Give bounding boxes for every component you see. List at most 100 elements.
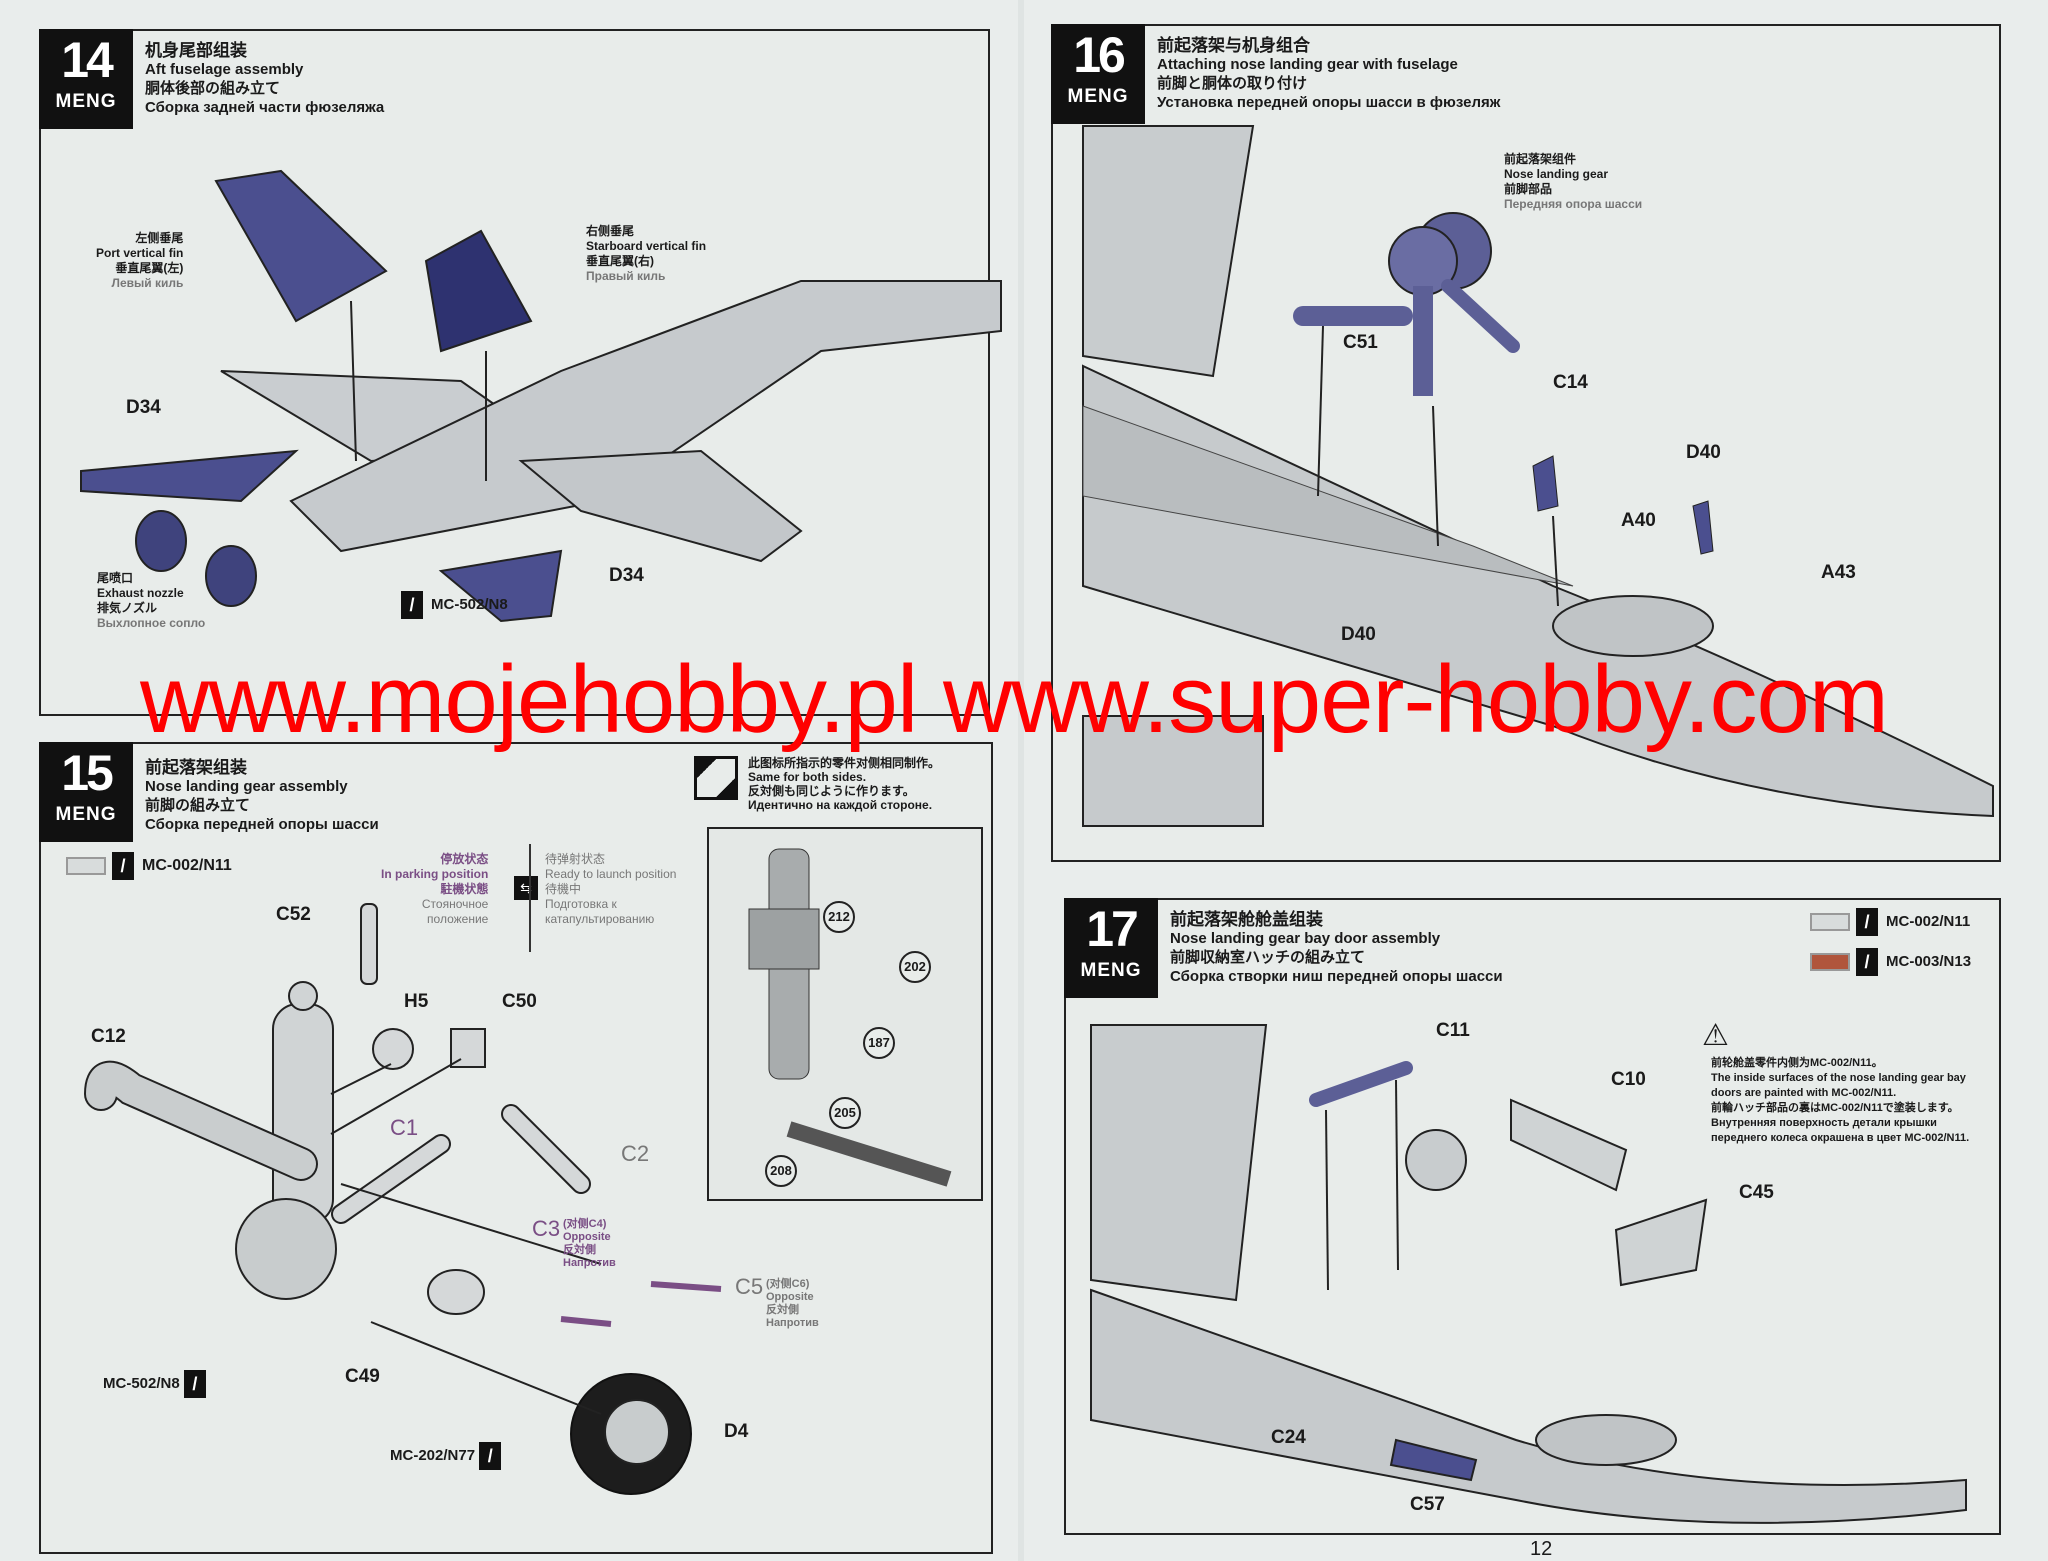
- bay-door-drawing: [1090, 1024, 1967, 1524]
- callout-208: 208: [765, 1155, 797, 1187]
- callout-187: 187: [863, 1027, 895, 1059]
- starboard-vertical-fin: [424, 229, 533, 353]
- h5: [372, 1028, 414, 1070]
- part-label: C50: [502, 991, 537, 1012]
- page-number: 12: [1530, 1538, 1553, 1560]
- part-label: A43: [1821, 562, 1856, 583]
- callout-202: 202: [899, 951, 931, 983]
- part-label: A40: [1621, 510, 1656, 531]
- paint-swatch: [66, 857, 106, 875]
- d34-stabilizer-right: [438, 549, 563, 623]
- c11-door: [1309, 1061, 1413, 1107]
- paint-notes: 前轮舱盖零件内侧为MC-002/N11。The inside surfaces …: [1711, 1057, 1970, 1144]
- brush-icon: /: [112, 852, 134, 880]
- mirror-note: 此图标所指示的零件对侧相同制作。Same for both sides.反対側も…: [694, 756, 940, 812]
- nose-landing-gear: [1293, 212, 1520, 396]
- mirror-icon: [694, 756, 738, 800]
- part-label: C51: [1343, 332, 1378, 353]
- wing-right: [518, 449, 803, 563]
- detail-inset: [707, 827, 983, 1201]
- brush-icon: /: [479, 1442, 502, 1470]
- paint-swatch: [1810, 913, 1850, 931]
- callout-205: 205: [829, 1097, 861, 1129]
- part-label: C52: [276, 904, 311, 925]
- brush-icon: /: [1856, 948, 1878, 976]
- part-label: C45: [1739, 1182, 1774, 1203]
- port-vertical-fin: [214, 169, 388, 323]
- strut: [272, 1003, 334, 1225]
- part-label: C1: [390, 1115, 419, 1140]
- paint-callout: /MC-502/N8: [401, 591, 508, 619]
- paint-swatch: [1810, 953, 1850, 971]
- part-label: D40: [1341, 624, 1376, 645]
- c10-door: [1510, 1098, 1628, 1192]
- wheel-hub: [235, 1198, 337, 1300]
- fuselage: [289, 280, 1002, 553]
- part-label: D34: [609, 565, 644, 586]
- canopy: [1552, 595, 1714, 657]
- c45-door: [1614, 1198, 1708, 1287]
- watermark: www.mojehobby.pl www.super-hobby.com: [140, 646, 1889, 753]
- c3: [560, 1316, 612, 1327]
- part-label: C5: [735, 1274, 764, 1299]
- exhaust-nozzle: [135, 510, 187, 572]
- brush-icon: /: [401, 591, 423, 619]
- nose-wheel: [1405, 1129, 1467, 1191]
- warning-icon: ⚠: [1702, 1019, 1729, 1052]
- swap-icon: ⇆: [514, 876, 538, 900]
- part-label: D34: [126, 397, 161, 418]
- paint-callout: /MC-003/N13: [1810, 948, 1971, 976]
- d34-stabilizer-left: [80, 449, 299, 503]
- part-label: C12: [91, 1026, 126, 1047]
- aft-fuselage-drawing: [80, 169, 1002, 623]
- part-label: D4: [724, 1421, 749, 1442]
- c57-door: [1389, 1438, 1478, 1482]
- paint-callout: MC-202/N77 /: [390, 1442, 509, 1470]
- d40-part: [1692, 500, 1714, 555]
- part-label: C14: [1553, 372, 1588, 393]
- brush-icon: /: [1856, 908, 1878, 936]
- fuselage-nose-drawing: [1082, 125, 1994, 827]
- divider: [529, 844, 531, 952]
- c5: [650, 1281, 722, 1292]
- brush-icon: /: [183, 1370, 206, 1398]
- fuselage: [1090, 1288, 1967, 1524]
- detail-drawing: [748, 848, 952, 1187]
- c49: [427, 1269, 485, 1315]
- c14-part: [1532, 455, 1559, 512]
- part-label: C3: [532, 1216, 561, 1241]
- paint-callout: MC-502/N8 /: [103, 1370, 214, 1398]
- part-label: C10: [1611, 1069, 1646, 1090]
- part-label: D40: [1686, 442, 1721, 463]
- part-label: C2: [621, 1141, 650, 1166]
- paint-callout: /MC-002/N11: [1810, 908, 1970, 936]
- nose-gear-drawing: [84, 903, 722, 1495]
- callout-212: 212: [823, 901, 855, 933]
- part-label: C24: [1271, 1427, 1306, 1448]
- part-label: H5: [404, 991, 429, 1012]
- meng-logo: MENG: [55, 91, 117, 112]
- paint-callout: /MC-002/N11: [66, 852, 232, 880]
- part-label: C11: [1436, 1020, 1470, 1041]
- part-label: C49: [345, 1366, 380, 1387]
- exhaust-nozzle: [205, 545, 257, 607]
